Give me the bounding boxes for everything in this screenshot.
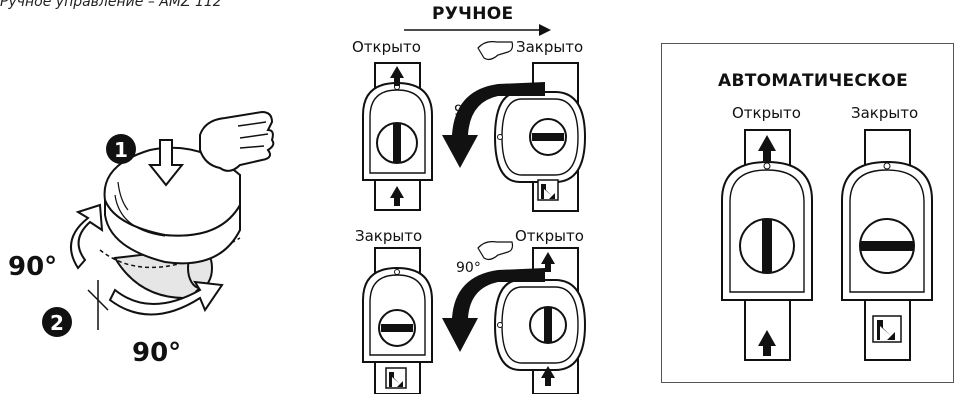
manual-valve-open-top-left: [362, 62, 433, 211]
manual-rotate-arrow-top: [442, 82, 545, 168]
manual-hand-icon-bottom: [477, 241, 514, 261]
auto-open-label: Открыто: [732, 104, 801, 122]
press-down-arrow: [147, 139, 185, 187]
manual-flow-arrow-diagonal-icon-2: [385, 367, 407, 389]
rotation-arrow-1: [69, 203, 104, 270]
auto-flow-arrow-diagonal-icon: [872, 315, 902, 343]
actuator-3d-illustration: [99, 146, 241, 300]
alignment-marker: [87, 280, 109, 330]
manual-bottom-left-label: Закрыто: [355, 227, 423, 245]
auto-closed-label: Закрыто: [851, 104, 919, 122]
svg-text:1: 1: [114, 138, 128, 162]
automatic-section-title: АВТОМАТИЧЕСКОЕ: [718, 71, 909, 91]
figure-caption: Ручное управление – AMZ 112: [0, 0, 222, 10]
step-2-badge: 2: [42, 307, 72, 337]
manual-flow-arrow-up-icon: [390, 66, 404, 206]
step-1-badge: 1: [106, 134, 136, 164]
hand-press-icon: [199, 110, 275, 172]
automatic-mode-panel: [661, 43, 954, 383]
manual-hand-icon-top: [477, 41, 514, 61]
manual-valve-closed-bottom-left: [362, 247, 433, 394]
manual-flow-arrow-up-icon-2: [541, 252, 555, 386]
manual-section-title: РУЧНОЕ: [432, 4, 514, 24]
rotation-arrow-2: [108, 280, 224, 316]
auto-flow-arrow-up-icon: [758, 135, 776, 356]
manual-rotation-angle-bottom: 90°: [456, 260, 481, 276]
manual-valve-open-bottom-right: [493, 247, 587, 394]
auto-valve-closed: [841, 129, 933, 361]
svg-text:2: 2: [50, 311, 64, 335]
manual-bottom-right-label: Открыто: [515, 227, 584, 245]
left-angle-2-label: 90°: [132, 338, 182, 368]
manual-rotate-arrow-bottom: [442, 268, 545, 352]
auto-valve-open: [721, 129, 813, 361]
manual-top-right-label: Закрыто: [516, 38, 584, 56]
left-angle-1-label: 90°: [8, 252, 58, 282]
manual-valve-closed-top-right: [493, 62, 587, 212]
manual-flow-arrow-diagonal-icon: [537, 179, 559, 201]
manual-top-left-label: Открыто: [352, 38, 421, 56]
